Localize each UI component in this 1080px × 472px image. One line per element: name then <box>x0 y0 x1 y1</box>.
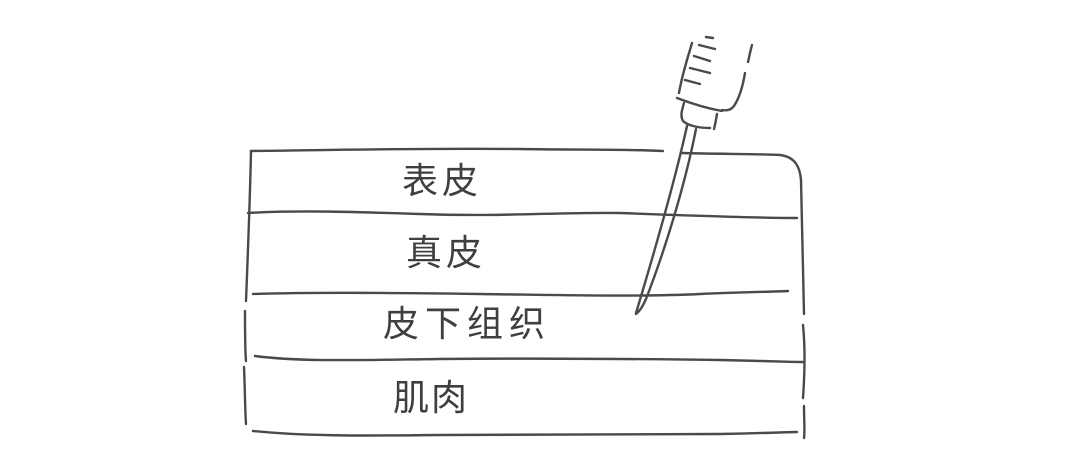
syringe-hub-right <box>712 112 719 131</box>
top-edge-right <box>680 151 803 182</box>
syringe-graduation-3 <box>692 54 712 63</box>
layer-label-epidermis: 表皮 <box>402 161 483 202</box>
divider-epidermis-dermis <box>246 210 799 220</box>
divider-dermis-subcutaneous <box>251 289 790 297</box>
layers-box <box>242 147 806 440</box>
syringe-hub-left <box>680 101 712 130</box>
top-edge <box>249 147 665 153</box>
syringe-barrel-left <box>677 41 694 95</box>
layer-label-dermis: 真皮 <box>406 233 487 274</box>
layer-label-muscle: 肌肉 <box>393 378 470 419</box>
right-edge-segment-2 <box>801 323 806 400</box>
right-edge <box>799 178 806 316</box>
syringe-graduation-1 <box>704 35 715 40</box>
divider-subcutaneous-muscle <box>253 354 805 364</box>
bottom-edge <box>251 429 799 437</box>
syringe-needle-right <box>634 127 698 316</box>
syringe-graduation-2 <box>697 43 717 51</box>
syringe-graduation-5 <box>683 78 702 86</box>
layer-label-subcutaneous: 皮下组织 <box>383 304 552 345</box>
syringe-barrel-right <box>746 43 754 64</box>
left-edge-segment-3 <box>242 365 248 426</box>
syringe-graduation-4 <box>688 66 712 75</box>
syringe-icon <box>634 35 754 316</box>
syringe-barrel-right-lower <box>720 71 747 112</box>
left-edge-segment-2 <box>243 309 248 363</box>
syringe-barrel-bottom <box>675 96 724 113</box>
syringe-needle-left <box>634 124 689 315</box>
left-edge <box>244 149 253 303</box>
